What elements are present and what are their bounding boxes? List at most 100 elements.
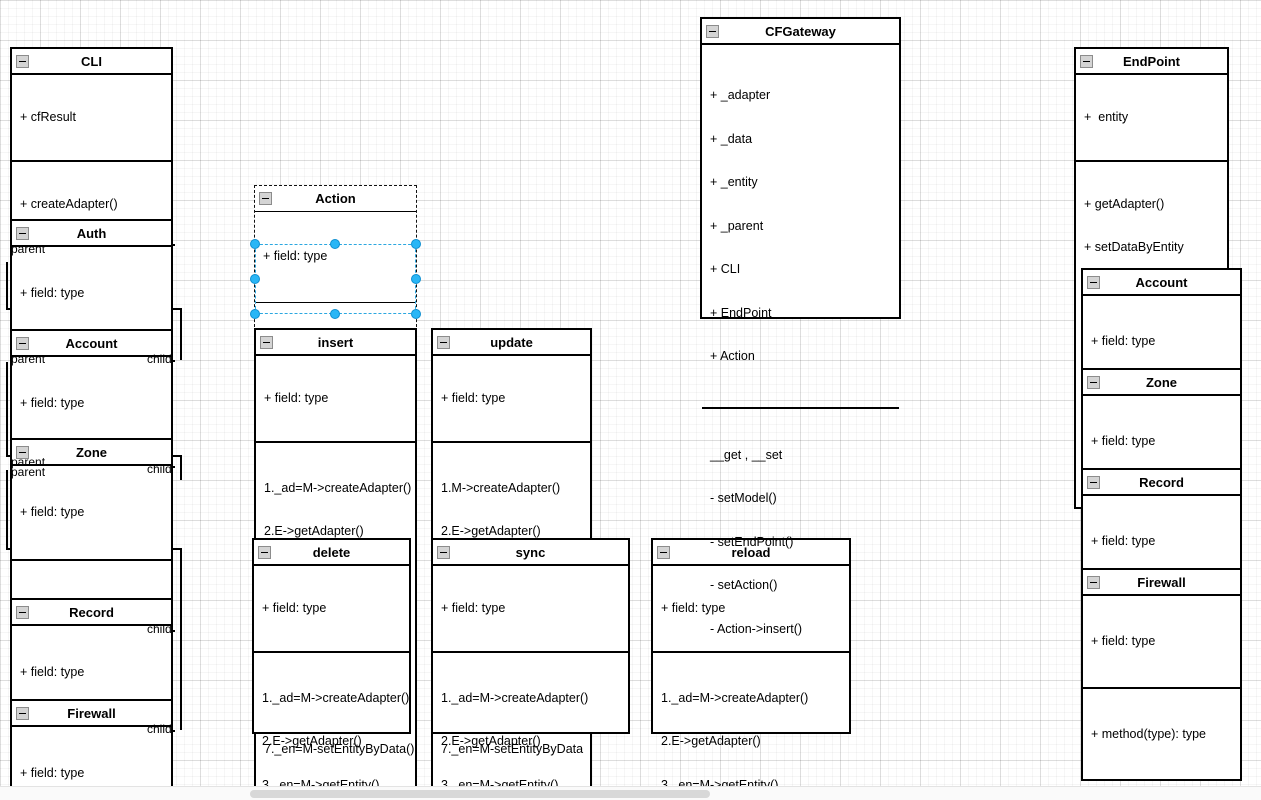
resize-handle-ne[interactable] [411,239,421,249]
attribute-row: + field: type [262,601,327,615]
class-header-cli[interactable]: CLI [12,49,171,75]
edge-label-account-child: child [147,352,172,366]
class-header-reload[interactable]: reload [653,540,849,566]
method-row: - setModel() [710,491,777,505]
method-row: - setEndPoint() [710,534,794,549]
resize-handle-sw[interactable] [250,309,260,319]
class-header-auth[interactable]: Auth [12,221,171,247]
collapse-minus-icon[interactable] [259,192,272,205]
class-attributes: + field: type [1083,296,1240,387]
resize-handle-e[interactable] [411,274,421,284]
class-header-action[interactable]: Action [255,186,416,212]
class-methods: + method(type): type [1083,686,1240,780]
collapse-minus-icon[interactable] [1087,376,1100,389]
collapse-minus-icon[interactable] [16,446,29,459]
class-title: Zone [75,445,108,460]
class-title: Record [69,605,114,620]
horizontal-scrollbar-thumb[interactable] [250,790,710,798]
edge-label-auth-parent: parent [11,242,46,256]
method-row: __get , __set [710,447,783,462]
connector-zone-left-down [6,494,8,550]
class-header-account-left[interactable]: Account [12,331,171,357]
collapse-minus-icon[interactable] [1080,55,1093,68]
method-row: 2.E->getAdapter() [441,734,541,748]
method-row: 1._ad=M->createAdapter() [441,690,589,705]
method-row: 2.E->getAdapter() [441,524,541,538]
attribute-row: + _parent [710,218,764,233]
class-attributes: + field: type [1083,396,1240,487]
class-header-record-right[interactable]: Record [1083,470,1240,496]
collapse-minus-icon[interactable] [1087,576,1100,589]
class-box-delete[interactable]: delete + field: type 1._ad=M->createAdap… [252,538,411,792]
class-header-record-left[interactable]: Record [12,600,171,626]
class-header-update[interactable]: update [433,330,590,356]
collapse-minus-icon[interactable] [657,546,670,559]
class-header-firewall-left[interactable]: Firewall [12,701,171,727]
class-box-firewall-left[interactable]: Firewall + field: type + method(type): t… [10,699,173,800]
collapse-minus-icon[interactable] [1087,276,1100,289]
class-title: sync [515,545,546,560]
resize-handle-se[interactable] [411,309,421,319]
connector-zone-parent-vertical [6,470,8,498]
class-attributes: + field: type [12,247,171,340]
collapse-minus-icon[interactable] [260,336,273,349]
class-header-account-right[interactable]: Account [1083,270,1240,296]
class-attributes: + field: type [1083,596,1240,687]
attribute-row: + field: type [20,286,85,300]
resize-handle-n[interactable] [330,239,340,249]
method-row: + getAdapter() [1084,196,1165,211]
attribute-row: + _entity [710,175,758,189]
class-title: update [490,335,533,350]
connector-account-left-down [6,408,8,457]
collapse-minus-icon[interactable] [16,227,29,240]
class-box-firewall-right[interactable]: Firewall + field: type + method(type): t… [1081,568,1242,781]
collapse-minus-icon[interactable] [16,337,29,350]
attribute-row: + field: type [20,766,85,780]
class-header-delete[interactable]: delete [254,540,409,566]
edge-label-zone-child: child [147,462,172,476]
collapse-minus-icon[interactable] [16,55,29,68]
collapse-minus-icon[interactable] [16,707,29,720]
class-title: Zone [1145,375,1178,390]
class-box-reload[interactable]: reload + field: type 1._ad=M->createAdap… [651,538,851,792]
collapse-minus-icon[interactable] [258,546,271,559]
horizontal-scrollbar-track[interactable] [0,786,1261,800]
class-header-cfgateway[interactable]: CFGateway [702,19,899,45]
class-box-cfgateway[interactable]: CFGateway + _adapter + _data + _entity +… [700,17,901,636]
class-header-endpoint[interactable]: EndPoint [1076,49,1227,75]
class-title: Account [65,336,118,351]
collapse-minus-icon[interactable] [16,606,29,619]
class-header-insert[interactable]: insert [256,330,415,356]
class-box-sync[interactable]: sync + field: type 1._ad=M->createAdapte… [431,538,630,792]
connector-record-child-vertical [180,548,182,640]
collapse-minus-icon[interactable] [437,546,450,559]
method-row: 2.E->getAdapter() [661,734,761,748]
class-title: Account [1135,275,1188,290]
class-title: Firewall [67,706,116,721]
resize-handle-nw[interactable] [250,239,260,249]
resize-handle-w[interactable] [250,274,260,284]
attribute-row: + field: type [20,665,85,679]
class-header-firewall-right[interactable]: Firewall [1083,570,1240,596]
edge-label-firewall-child: child [147,722,172,736]
collapse-minus-icon[interactable] [437,336,450,349]
class-attributes: + field: type [12,727,171,800]
class-title: Action [315,191,356,206]
collapse-minus-icon[interactable] [1087,476,1100,489]
method-row: 1._ad=M->createAdapter() [262,690,410,705]
class-header-sync[interactable]: sync [433,540,628,566]
class-header-zone-left[interactable]: Zone [12,440,171,466]
class-header-zone-right[interactable]: Zone [1083,370,1240,396]
class-attributes: + _adapter + _data + _entity + _parent +… [702,45,899,407]
method-row: 1.M->createAdapter() [441,480,561,495]
class-attributes: + field: type [433,356,590,441]
collapse-minus-icon[interactable] [706,25,719,38]
class-title: insert [317,335,354,350]
connector-account-parent-vertical [6,362,8,410]
class-title: Firewall [1137,575,1186,590]
resize-handle-s[interactable] [330,309,340,319]
class-title: CFGateway [765,24,836,39]
method-row: 7._en=M-setEntityByData() [264,741,415,756]
attribute-row: + field: type [441,601,506,615]
